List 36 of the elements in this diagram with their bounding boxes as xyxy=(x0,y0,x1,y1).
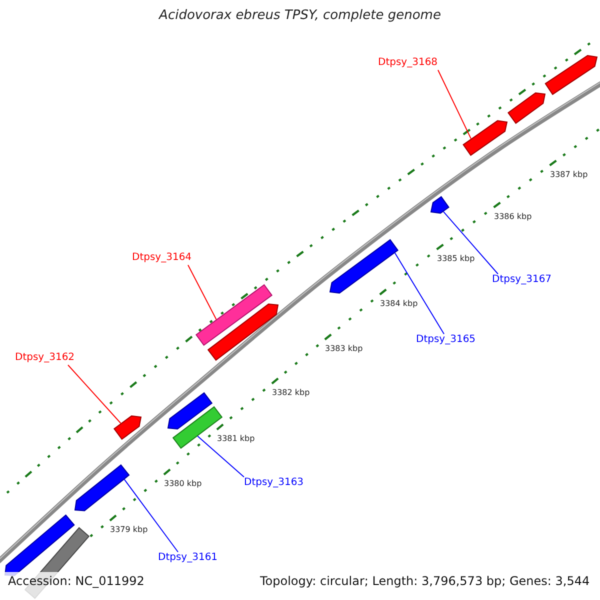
accession-text: Accession: NC_011992 xyxy=(8,575,144,589)
gene-block xyxy=(167,392,213,430)
tick-label: 3383 kbp xyxy=(325,344,363,354)
tick-label: 3387 kbp xyxy=(550,170,588,180)
leader-line xyxy=(188,264,217,320)
gene-label: Dtpsy_3161 xyxy=(158,552,218,564)
gene-label: Dtpsy_3164 xyxy=(132,252,192,264)
gene-block xyxy=(329,239,399,294)
leader-line xyxy=(438,70,472,140)
gene-block xyxy=(544,54,598,96)
gene-label: Dtpsy_3165 xyxy=(416,334,476,346)
gene-label: Dtpsy_3163 xyxy=(244,477,304,488)
gene-block xyxy=(113,415,142,440)
gene-label: Dtpsy_3168 xyxy=(378,57,438,68)
tick-label: 3381 kbp xyxy=(217,434,255,444)
gene-block xyxy=(507,92,546,124)
gene-block xyxy=(462,120,508,156)
leader-line xyxy=(197,436,244,478)
gene-label: Dtpsy_3167 xyxy=(492,274,552,286)
leader-line xyxy=(394,252,444,334)
chart-title: Acidovorax ebreus TPSY, complete genome xyxy=(158,9,442,24)
leader-line xyxy=(442,211,498,274)
tick-label: 3384 kbp xyxy=(380,299,418,308)
leader-line xyxy=(124,478,178,552)
gene-label: Dtpsy_3162 xyxy=(15,352,75,364)
tick-label: 3385 kbp xyxy=(437,254,475,264)
leader-line xyxy=(68,364,122,424)
tick-label: 3380 kbp xyxy=(164,479,202,488)
tick-label: 3386 kbp xyxy=(494,212,532,222)
tick-label: 3382 kbp xyxy=(272,388,310,398)
tick-label: 3379 kbp xyxy=(110,525,148,534)
gene-block xyxy=(207,304,279,361)
gene-block xyxy=(74,464,130,512)
gene-block xyxy=(430,196,450,214)
gene-block xyxy=(195,284,273,346)
genome-info-text: Topology: circular; Length: 3,796,573 bp; Genes: 3,544 xyxy=(260,575,590,589)
